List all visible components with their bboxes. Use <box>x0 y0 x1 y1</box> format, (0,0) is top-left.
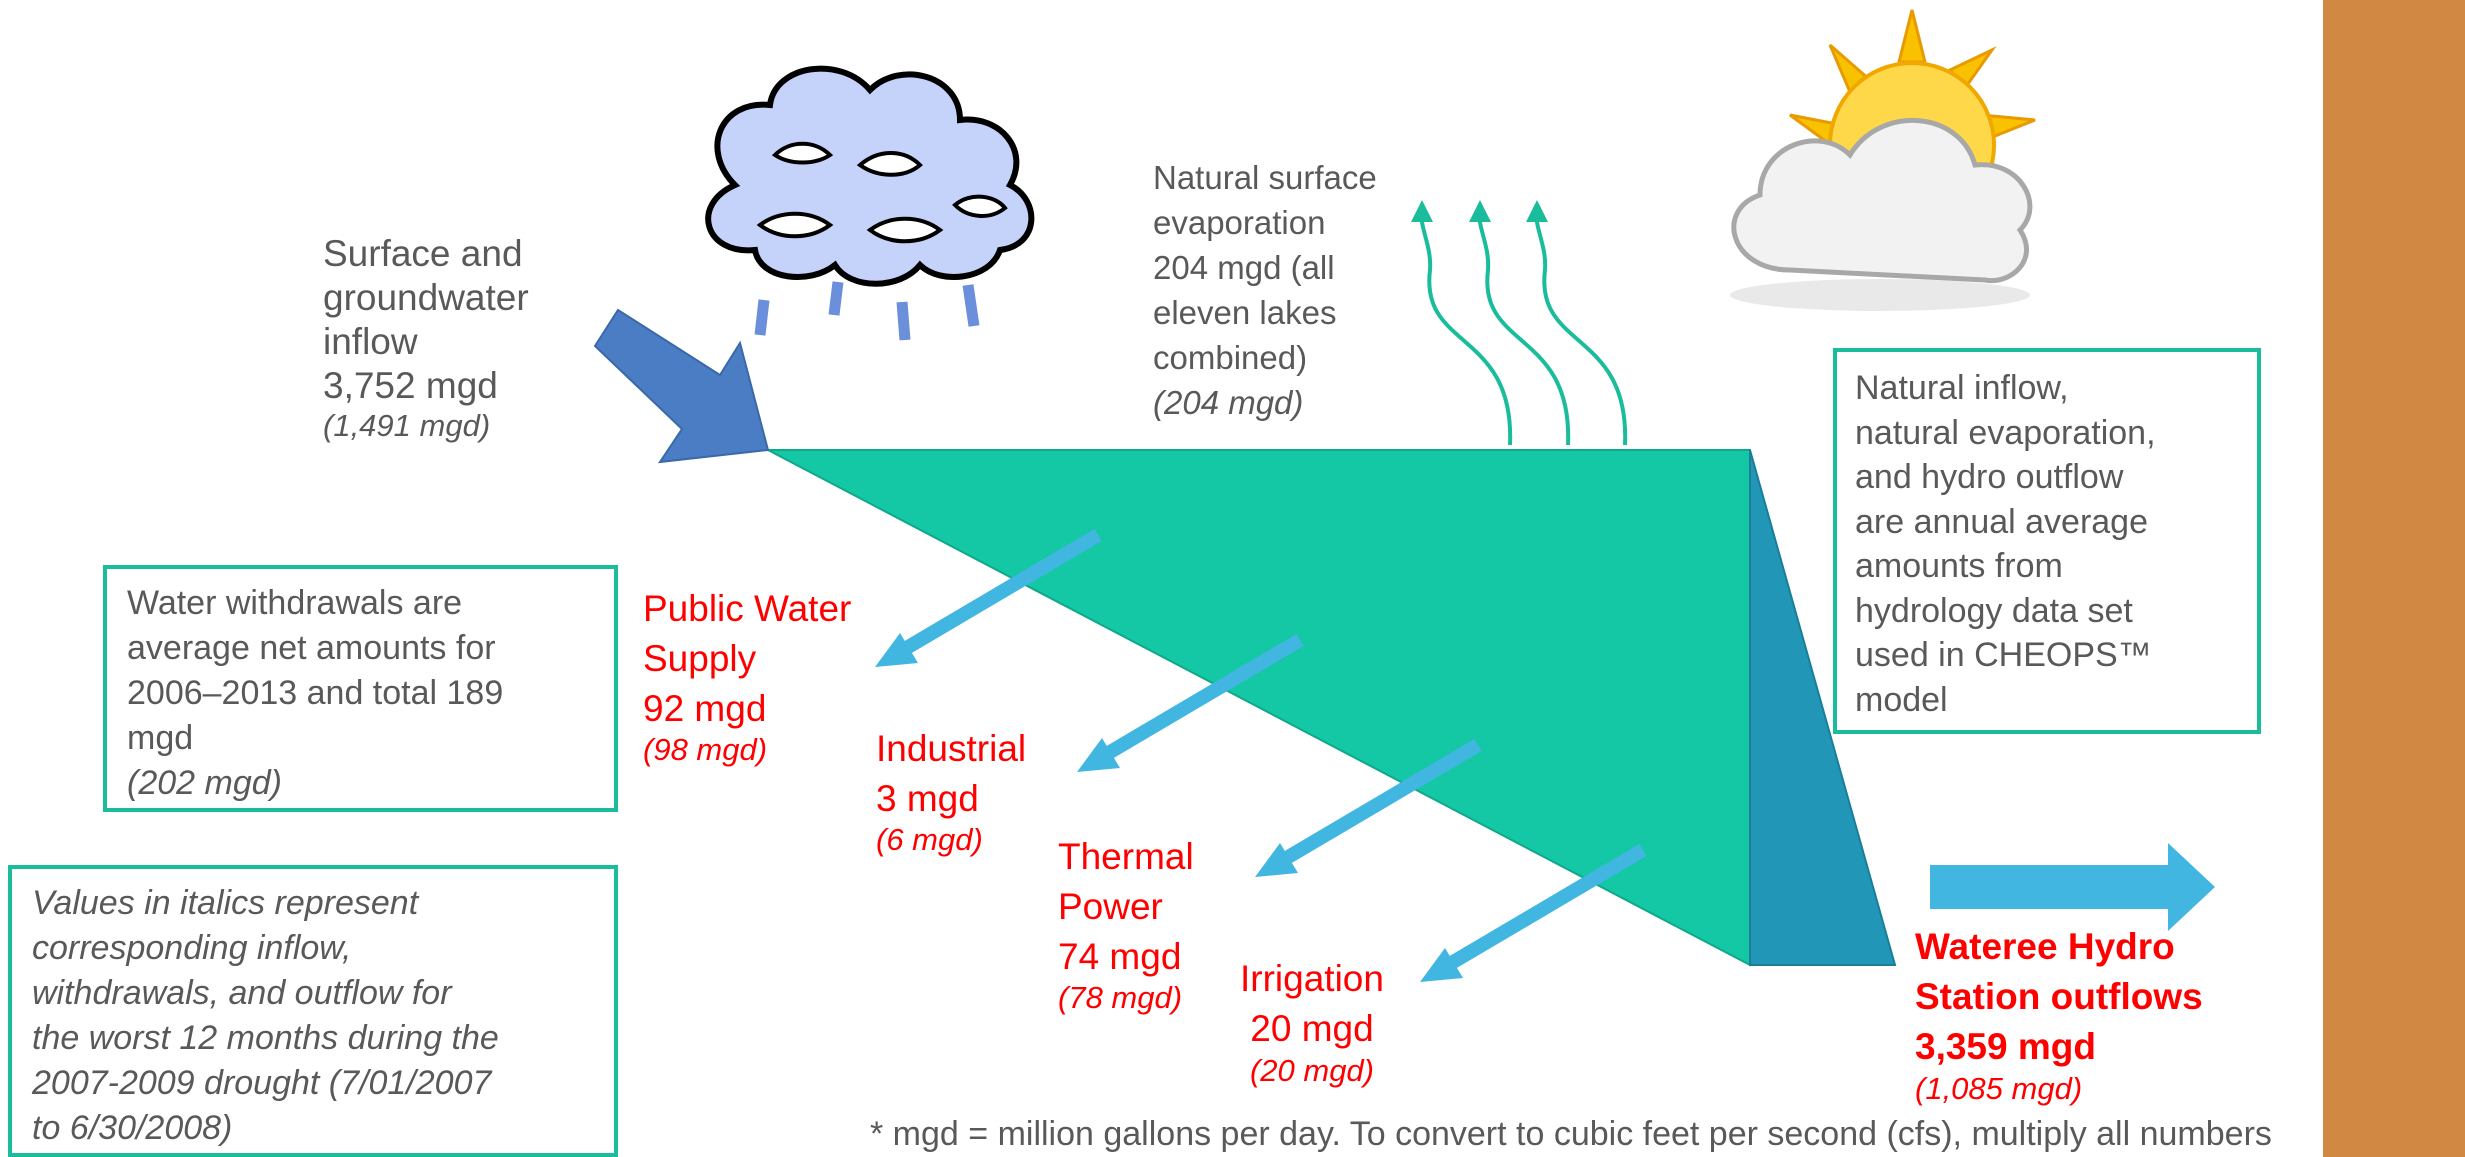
italics-note-line: 2007-2009 drought (7/01/2007 <box>32 1064 492 1102</box>
side-bar <box>2323 0 2465 1157</box>
public-water-label: Public Water Supply 92 mgd (98 mgd) <box>643 584 851 766</box>
evaporation-line-1: Natural surface <box>1153 159 1377 196</box>
hydrology-note-line: are annual average <box>1855 502 2149 541</box>
hydrology-note-line: Natural inflow, <box>1855 369 2069 407</box>
outflow-drought-value: (1,085 mgd) <box>1915 1071 2083 1106</box>
sun-cloud-icon <box>1730 9 2036 311</box>
evaporation-line-3: 204 mgd (all <box>1153 249 1335 286</box>
hydrology-note-line: used in CHEOPS™ <box>1855 636 2152 674</box>
outflow-line-2: Station outflows <box>1915 976 2203 1017</box>
inflow-value: 3,752 mgd <box>323 365 498 406</box>
evaporation-arrow-3 <box>1534 207 1628 446</box>
thermal-drought-value: (78 mgd) <box>1058 980 1183 1015</box>
evaporation-arrowheads <box>1411 200 1548 222</box>
thermal-label: Thermal Power 74 mgd (78 mgd) <box>1058 832 1194 1014</box>
italics-note-line: Values in italics represent <box>32 884 419 922</box>
italics-note-line: to 6/30/2008) <box>32 1109 233 1147</box>
outflow-label: Wateree Hydro Station outflows 3,359 mgd… <box>1915 922 2203 1106</box>
public-water-line-1: Public Water <box>643 588 852 629</box>
footnote: * mgd = million gallons per day. To conv… <box>870 1115 2272 1153</box>
outflow-arrow <box>1930 843 2215 931</box>
outflow-value: 3,359 mgd <box>1915 1026 2096 1067</box>
italics-note-line: the worst 12 months during the <box>32 1019 499 1057</box>
withdrawals-note-box: Water withdrawals are average net amount… <box>103 565 618 812</box>
inflow-line-2: groundwater <box>323 277 529 318</box>
hydrology-note-line: amounts from <box>1855 547 2063 585</box>
evaporation-line-5: combined) <box>1153 339 1308 376</box>
irrigation-value: 20 mgd <box>1250 1008 1374 1049</box>
industrial-drought-value: (6 mgd) <box>876 822 983 857</box>
withdrawals-note-line: average net amounts for <box>127 629 496 667</box>
evaporation-label: Natural surface evaporation 204 mgd (all… <box>1153 155 1377 425</box>
inflow-arrow <box>593 308 770 464</box>
industrial-value: 3 mgd <box>876 778 979 819</box>
hydrology-note-line: natural evaporation, <box>1855 413 2156 452</box>
hydrology-note-line: and hydro outflow <box>1855 458 2124 496</box>
industrial-arrowhead <box>1077 738 1120 772</box>
thermal-arrow <box>1274 738 1482 870</box>
irrigation-arrowhead <box>1420 948 1463 982</box>
irrigation-drought-value: (20 mgd) <box>1249 1053 1374 1088</box>
industrial-arrow <box>1096 633 1304 765</box>
evaporation-line-2: evaporation <box>1153 204 1326 241</box>
withdrawal-arrows <box>875 528 1647 982</box>
thermal-value: 74 mgd <box>1058 936 1182 977</box>
thermal-line-1: Thermal <box>1058 836 1194 877</box>
evaporation-arrow-1 <box>1419 207 1513 446</box>
inflow-line-3: inflow <box>323 321 418 362</box>
evaporation-drought-value: (204 mgd) <box>1153 384 1304 421</box>
hydrology-note-line: hydrology data set <box>1855 591 2133 630</box>
public-water-value: 92 mgd <box>643 688 767 729</box>
thermal-arrowhead <box>1255 843 1298 877</box>
italics-note-box: Values in italics represent correspondin… <box>8 865 618 1157</box>
rain-cloud-icon <box>705 65 1035 341</box>
public-water-arrow <box>894 528 1102 660</box>
evaporation-line-4: eleven lakes <box>1153 294 1337 331</box>
public-water-arrowhead <box>875 633 918 667</box>
dam-structure <box>1749 449 1897 966</box>
hydrology-note-line: model <box>1855 680 1948 719</box>
italics-note-line: corresponding inflow, <box>32 929 352 967</box>
public-water-drought-value: (98 mgd) <box>643 732 768 767</box>
withdrawals-note-drought-value: (202 mgd) <box>127 764 282 802</box>
irrigation-arrow <box>1439 843 1647 975</box>
lake-reservoir <box>767 449 1751 967</box>
withdrawals-note-line: 2006–2013 and total 189 <box>127 674 504 712</box>
inflow-drought-value: (1,491 mgd) <box>323 408 491 443</box>
inflow-line-1: Surface and <box>323 233 523 274</box>
industrial-line-1: Industrial <box>876 728 1027 769</box>
thermal-line-2: Power <box>1058 886 1163 927</box>
evaporation-arrow-2 <box>1477 207 1571 446</box>
italics-note-line: withdrawals, and outflow for <box>32 974 452 1012</box>
outflow-line-1: Wateree Hydro <box>1915 926 2175 967</box>
withdrawals-note-line: mgd <box>127 719 194 757</box>
evaporation-arrows <box>1419 207 1628 446</box>
irrigation-line-1: Irrigation <box>1240 958 1384 999</box>
industrial-label: Industrial 3 mgd (6 mgd) <box>876 724 1026 856</box>
irrigation-label: Irrigation 20 mgd (20 mgd) <box>1240 954 1384 1088</box>
withdrawals-note-line: Water withdrawals are <box>127 584 463 622</box>
hydrology-note-box: Natural inflow, natural evaporation, and… <box>1833 348 2261 734</box>
inflow-label: Surface and groundwater inflow 3,752 mgd… <box>323 232 529 444</box>
public-water-line-2: Supply <box>643 638 757 679</box>
